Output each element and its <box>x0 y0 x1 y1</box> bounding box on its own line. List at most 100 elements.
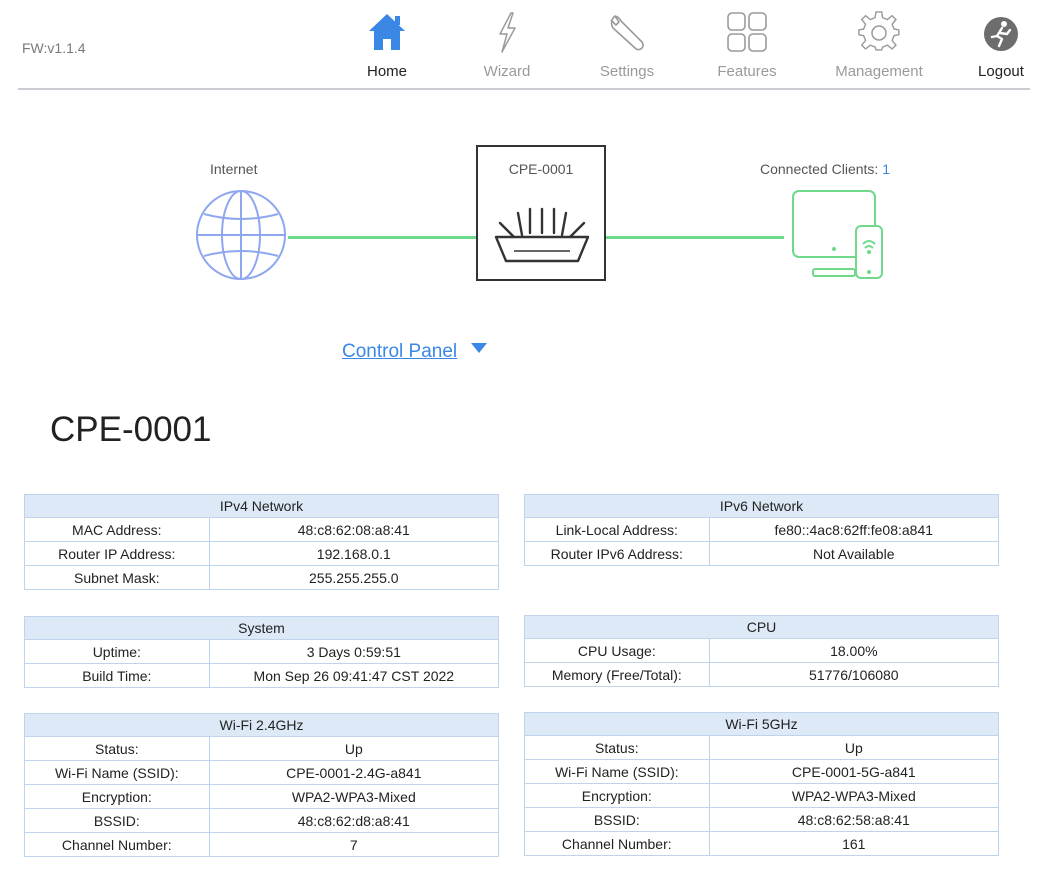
connected-clients-label: Connected Clients: 1 <box>760 161 890 177</box>
row-value: 18.00% <box>708 638 1000 663</box>
row-label: BSSID: <box>24 808 210 833</box>
internet-label: Internet <box>210 161 258 177</box>
row-label: Wi-Fi Name (SSID): <box>24 760 210 785</box>
row-value: 48:c8:62:08:a8:41 <box>208 517 500 542</box>
row-value: CPE-0001-2.4G-a841 <box>208 760 500 785</box>
header-divider <box>18 88 1030 90</box>
nav-wizard[interactable]: Wizard <box>452 10 562 82</box>
ipv4-network-table: IPv4 Network MAC Address:48:c8:62:08:a8:… <box>24 494 500 590</box>
table-row: Memory (Free/Total):51776/106080 <box>524 662 1000 687</box>
internet-link-line <box>288 236 476 239</box>
row-value: WPA2-WPA3-Mixed <box>708 783 1000 808</box>
home-icon <box>332 10 442 58</box>
row-value: 255.255.255.0 <box>208 565 500 590</box>
firmware-version: FW:v1.1.4 <box>22 40 86 56</box>
ipv4-table-title: IPv4 Network <box>24 494 499 518</box>
row-value: 192.168.0.1 <box>208 541 500 566</box>
router-icon <box>494 207 590 263</box>
table-row: Channel Number:7 <box>24 832 500 857</box>
table-row: Wi-Fi Name (SSID):CPE-0001-5G-a841 <box>524 759 1000 784</box>
ipv6-network-table: IPv6 Network Link-Local Address:fe80::4a… <box>524 494 999 566</box>
row-label: Subnet Mask: <box>24 565 210 590</box>
table-row: CPU Usage:18.00% <box>524 638 1000 663</box>
row-value: Not Available <box>708 541 999 566</box>
table-row: Router IPv6 Address:Not Available <box>524 541 999 566</box>
ipv6-table-title: IPv6 Network <box>524 494 999 518</box>
nav-features[interactable]: Features <box>692 10 802 82</box>
row-value: Up <box>708 735 1000 760</box>
table-row: Uptime:3 Days 0:59:51 <box>24 639 500 664</box>
table-row: Channel Number:161 <box>524 831 1000 856</box>
row-value: CPE-0001-5G-a841 <box>708 759 1000 784</box>
nav-settings-label: Settings <box>599 63 655 80</box>
row-label: Uptime: <box>24 639 210 664</box>
row-value: 3 Days 0:59:51 <box>208 639 500 664</box>
table-row: Encryption:WPA2-WPA3-Mixed <box>524 783 1000 808</box>
row-label: Router IP Address: <box>24 541 210 566</box>
wifi-5ghz-table: Wi-Fi 5GHz Status:Up Wi-Fi Name (SSID):C… <box>524 712 1000 856</box>
row-value: 48:c8:62:d8:a8:41 <box>208 808 500 833</box>
cpu-table-title: CPU <box>524 615 999 639</box>
system-table: System Uptime:3 Days 0:59:51 Build Time:… <box>24 616 500 688</box>
nav-management[interactable]: Management <box>824 10 934 82</box>
wifi24-table-title: Wi-Fi 2.4GHz <box>24 713 499 737</box>
logout-icon <box>946 10 1050 58</box>
table-row: Subnet Mask:255.255.255.0 <box>24 565 500 590</box>
row-value: Up <box>208 736 500 761</box>
table-row: Router IP Address:192.168.0.1 <box>24 541 500 566</box>
row-label: BSSID: <box>524 807 710 832</box>
connected-clients-text: Connected Clients: <box>760 161 879 177</box>
table-row: MAC Address:48:c8:62:08:a8:41 <box>24 517 500 542</box>
clients-devices-icon[interactable] <box>790 188 890 287</box>
wifi5-table-title: Wi-Fi 5GHz <box>524 712 999 736</box>
nav-settings[interactable]: Settings <box>572 10 682 82</box>
device-label: CPE-0001 <box>508 161 574 177</box>
nav-logout[interactable]: Logout <box>946 10 1050 82</box>
row-value: 51776/106080 <box>708 662 1000 687</box>
globe-icon[interactable] <box>194 188 288 287</box>
table-row: Encryption:WPA2-WPA3-Mixed <box>24 784 500 809</box>
nav-logout-label: Logout <box>978 63 1024 80</box>
nav-home[interactable]: Home <box>332 10 442 82</box>
control-panel-link[interactable]: Control Panel <box>342 341 458 362</box>
nav-home-label: Home <box>366 63 407 80</box>
gear-icon <box>824 10 934 58</box>
cpu-table: CPU CPU Usage:18.00% Memory (Free/Total)… <box>524 615 1000 687</box>
row-label: Link-Local Address: <box>524 517 710 542</box>
row-value: 7 <box>208 832 500 857</box>
table-row: Build Time:Mon Sep 26 09:41:47 CST 2022 <box>24 663 500 688</box>
chevron-down-icon[interactable] <box>470 341 488 359</box>
row-label: Status: <box>24 736 210 761</box>
wifi-24ghz-table: Wi-Fi 2.4GHz Status:Up Wi-Fi Name (SSID)… <box>24 713 500 857</box>
row-value: 48:c8:62:58:a8:41 <box>708 807 1000 832</box>
wizard-bolt-icon <box>452 10 562 58</box>
row-label: Memory (Free/Total): <box>524 662 710 687</box>
grid-icon <box>692 10 802 58</box>
table-row: BSSID:48:c8:62:58:a8:41 <box>524 807 1000 832</box>
row-label: MAC Address: <box>24 517 210 542</box>
router-device[interactable]: CPE-0001 <box>476 145 606 281</box>
row-label: CPU Usage: <box>524 638 710 663</box>
system-table-title: System <box>24 616 499 640</box>
row-label: Channel Number: <box>24 832 210 857</box>
row-value: WPA2-WPA3-Mixed <box>208 784 500 809</box>
row-label: Wi-Fi Name (SSID): <box>524 759 710 784</box>
table-row: Link-Local Address:fe80::4ac8:62ff:fe08:… <box>524 517 999 542</box>
row-value: Mon Sep 26 09:41:47 CST 2022 <box>208 663 500 688</box>
table-row: Wi-Fi Name (SSID):CPE-0001-2.4G-a841 <box>24 760 500 785</box>
table-row: BSSID:48:c8:62:d8:a8:41 <box>24 808 500 833</box>
row-label: Encryption: <box>524 783 710 808</box>
row-value: 161 <box>708 831 1000 856</box>
connected-clients-count[interactable]: 1 <box>882 161 890 177</box>
nav-management-label: Management <box>835 63 923 80</box>
row-value: fe80::4ac8:62ff:fe08:a841 <box>708 517 999 542</box>
wrench-icon <box>572 10 682 58</box>
table-row: Status:Up <box>24 736 500 761</box>
table-row: Status:Up <box>524 735 1000 760</box>
row-label: Build Time: <box>24 663 210 688</box>
row-label: Encryption: <box>24 784 210 809</box>
clients-link-line <box>606 236 784 239</box>
row-label: Channel Number: <box>524 831 710 856</box>
row-label: Router IPv6 Address: <box>524 541 710 566</box>
nav-features-label: Features <box>717 63 777 80</box>
